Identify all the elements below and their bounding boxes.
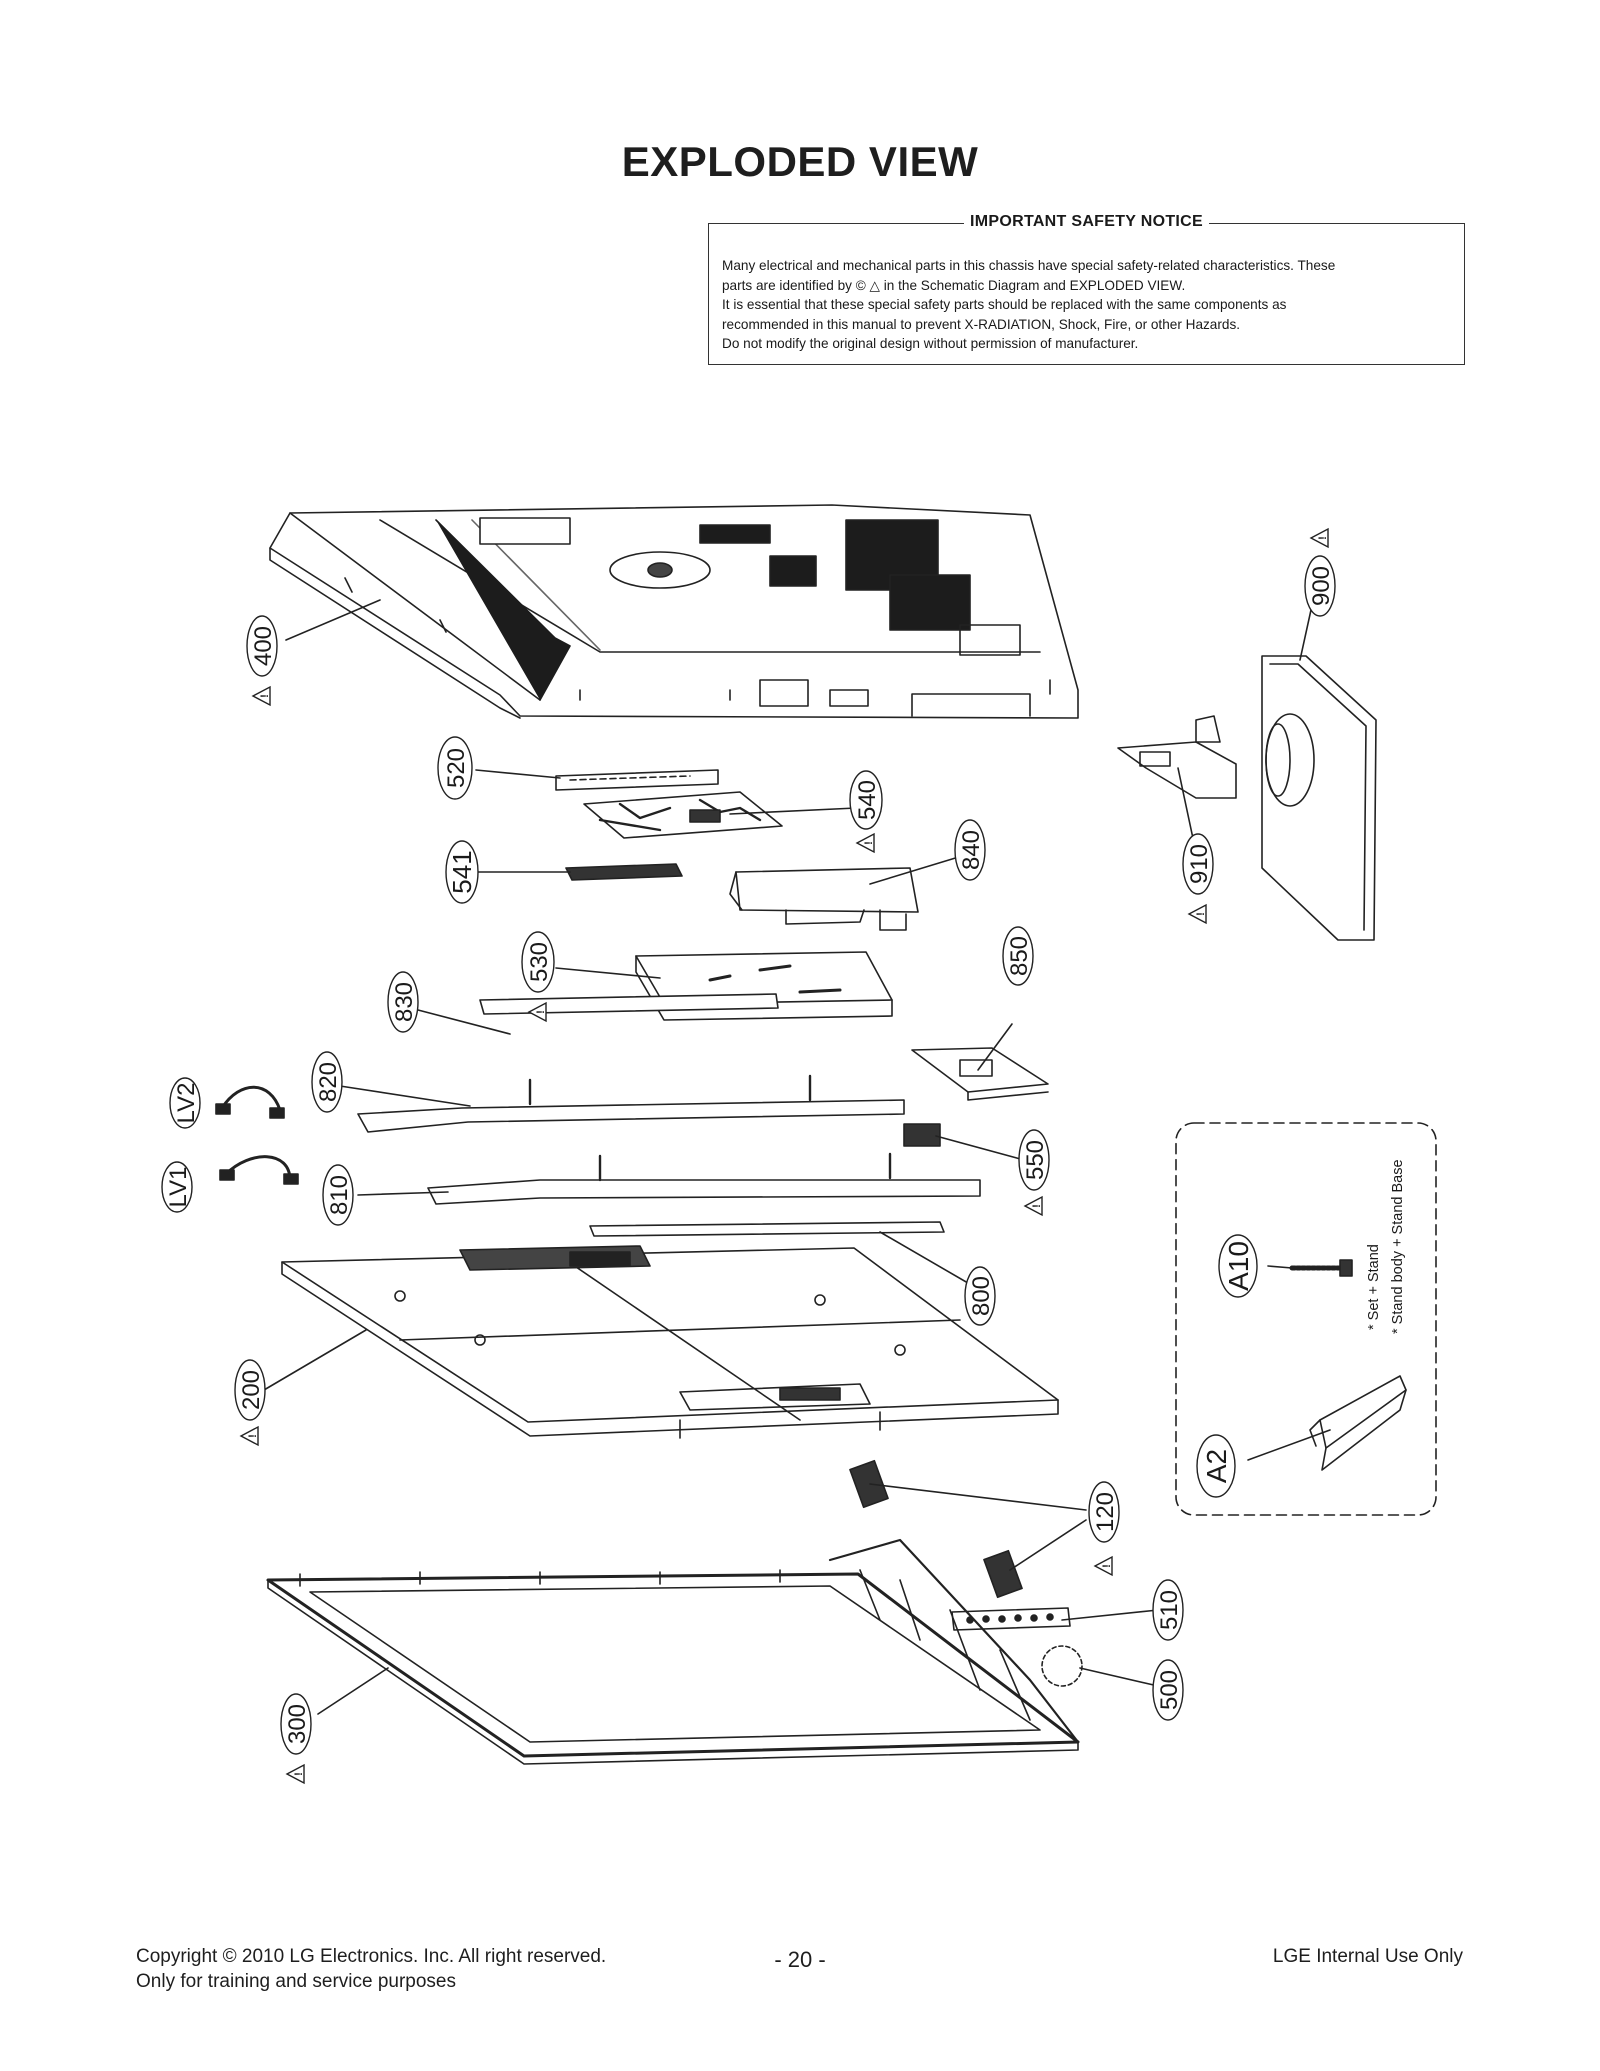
part-label-a10: A10 (1223, 1241, 1254, 1291)
back-cover-part (269, 504, 1079, 719)
speaker-part (983, 1549, 1023, 1599)
av-bracket-part (555, 769, 719, 791)
notice-line: It is essential that these special safet… (722, 297, 1287, 312)
stand-note-body: * Stand body + Stand Base (1390, 1159, 1406, 1334)
part-label-530: 530 (526, 942, 553, 982)
lvds-cable-lv1-part (224, 1155, 292, 1182)
warning-triangle-icon (1024, 1196, 1044, 1216)
warning-triangle-icon (856, 833, 876, 853)
ir-receiver-part (1041, 1645, 1083, 1687)
part-label-830: 830 (391, 982, 418, 1022)
internal-use-text: LGE Internal Use Only (1272, 1946, 1463, 1967)
safety-notice-text: Many electrical and mechanical parts in … (722, 256, 1451, 354)
warning-triangle-icon (1188, 904, 1208, 924)
notice-line: Do not modify the original design withou… (722, 336, 1139, 351)
accessory-box (1175, 1122, 1437, 1516)
warning-triangle-icon (1310, 528, 1330, 548)
speaker-part (849, 1459, 889, 1509)
notice-line: Many electrical and mechanical parts in … (722, 258, 1336, 273)
part-label-520: 520 (443, 748, 470, 788)
frame-800-part (589, 1221, 945, 1237)
stand-note-set: * Set + Stand (1366, 1244, 1382, 1330)
page-number: - 20 - (774, 1947, 826, 1972)
power-supply-part (635, 951, 893, 1021)
copyright-text: Copyright © 2010 LG Electronics. Inc. Al… (136, 1946, 607, 1967)
part-550 (903, 1123, 941, 1147)
stand-neck-part (1117, 715, 1237, 799)
part-label-910: 910 (1186, 844, 1213, 884)
part-label-540: 540 (854, 780, 881, 820)
bracket-820-part (357, 1099, 905, 1133)
notice-line: recommended in this manual to prevent X-… (722, 316, 1241, 332)
stand-body-part (1309, 1375, 1407, 1471)
part-label-300: 300 (284, 1704, 311, 1744)
safety-notice-heading: IMPORTANT SAFETY NOTICE (964, 213, 1209, 230)
safety-symbol-icon: © △ (855, 277, 880, 293)
part-label-850: 850 (1006, 936, 1033, 976)
part-label-lv2: LV2 (173, 1083, 200, 1124)
part-label-120: 120 (1092, 1492, 1119, 1532)
training-text: Only for training and service purposes (136, 1971, 456, 1992)
sub-board-part (565, 863, 683, 881)
part-label-500: 500 (1156, 1670, 1183, 1710)
warning-triangle-icon (286, 1764, 306, 1784)
main-board-part (583, 791, 783, 839)
page-title: EXPLODED VIEW (621, 138, 979, 185)
lvds-cable-lv2-part (220, 1085, 282, 1112)
part-label-510: 510 (1156, 1590, 1183, 1630)
notice-line: parts are identified by © △ in the Schem… (722, 277, 1186, 293)
main-frame-part (281, 1245, 1059, 1439)
bracket-830-part (479, 993, 779, 1015)
stand-base-part (1261, 655, 1377, 941)
part-label-200: 200 (238, 1370, 265, 1410)
front-cabinet-part (266, 1538, 1080, 1765)
part-label-a2: A2 (1201, 1449, 1232, 1483)
bracket-850-part (911, 1047, 1049, 1101)
part-label-541: 541 (447, 850, 477, 893)
control-button-part (951, 1607, 1071, 1631)
footer-copyright: Copyright © 2010 LG Electronics. Inc. Al… (136, 1944, 606, 1994)
warning-triangle-icon (1094, 1556, 1114, 1576)
safety-notice-box: IMPORTANT SAFETY NOTICE Many electrical … (708, 213, 1465, 365)
screw-part (1289, 1259, 1353, 1277)
part-label-810: 810 (326, 1175, 353, 1215)
warning-triangle-icon (252, 686, 272, 706)
part-label-400: 400 (250, 626, 277, 666)
part-label-lv1: LV1 (165, 1167, 192, 1208)
part-label-550: 550 (1022, 1140, 1049, 1180)
bracket-810-part (427, 1179, 981, 1205)
part-label-820: 820 (315, 1062, 342, 1102)
part-label-840: 840 (958, 830, 985, 870)
part-label-800: 800 (968, 1276, 995, 1316)
shield-part (729, 867, 919, 931)
part-label-900: 900 (1308, 566, 1335, 606)
warning-triangle-icon (240, 1426, 260, 1446)
